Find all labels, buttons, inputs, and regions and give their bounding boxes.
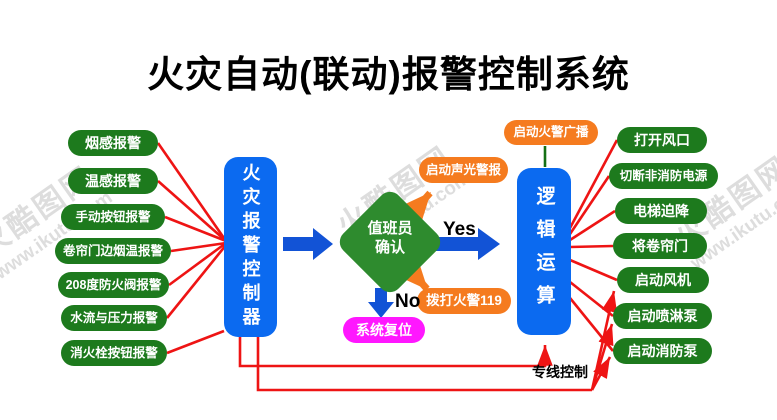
logic-operation-box: 逻辑运算 [517,168,571,335]
decision-line2: 确认 [374,239,405,256]
alarm-source-pill: 消火栓按钮报警 [61,340,167,366]
system-reset-pill: 系统复位 [343,317,425,343]
action-pill: 启动消防泵 [613,338,712,364]
action-pill: 电梯迫降 [615,198,707,224]
alarm-source-pill: 卷帘门边烟温报警 [55,238,171,264]
arrow-controller-to-decision [283,228,333,260]
dedicated-line-wires [238,290,618,392]
left-sensor-wires [156,142,228,355]
alarm-source-pill: 温感报警 [68,168,158,194]
logic-operation-label: 逻辑运算 [533,185,555,318]
call-119-pill: 拨打火警119 [417,288,511,314]
action-pill: 启动风机 [617,267,709,293]
duty-officer-decision-label: 值班员 确认 [340,219,440,257]
decision-line1: 值班员 [367,220,413,237]
action-pill: 将卷帘门 [613,233,707,259]
dedicated-line-label: 专线控制 [532,364,588,380]
action-pill: 打开风口 [617,127,707,153]
action-pill: 切断非消防电源 [609,163,718,189]
page-title: 火灾自动(联动)报警控制系统 [147,54,630,95]
alarm-source-pill: 烟感报警 [68,130,158,156]
fire-broadcast-pill: 启动火警广播 [504,120,598,145]
no-label: No [395,291,421,312]
alarm-source-pill: 208度防火阀报警 [58,272,169,298]
yes-label: Yes [443,219,476,240]
fire-alarm-controller-label: 火灾报警控制器 [240,163,261,331]
alarm-source-pill: 水流与压力报警 [61,305,167,331]
sound-light-alarm-pill: 启动声光警报 [419,157,508,183]
alarm-source-pill: 手动按钮报警 [61,204,165,230]
arrow-no-down [368,288,394,318]
arrow-yes-to-logic [434,228,500,260]
flow-arrows [283,228,500,318]
action-pill: 启动喷淋泵 [613,303,712,329]
fire-alarm-controller-box: 火灾报警控制器 [224,157,277,337]
